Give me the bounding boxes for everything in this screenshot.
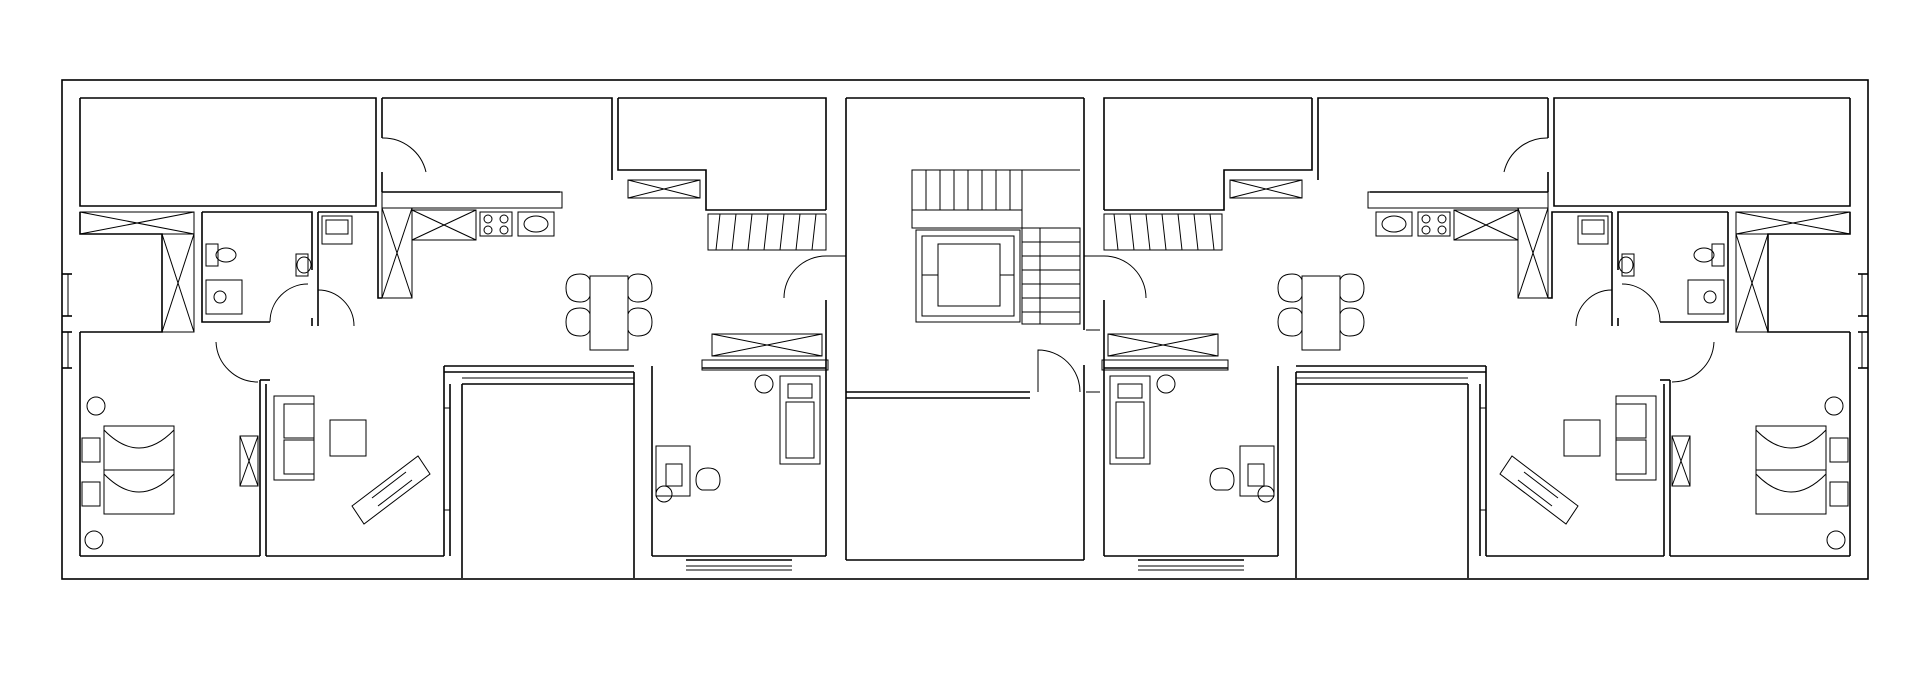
unit-right bbox=[1084, 97, 1868, 578]
building-outline bbox=[61, 79, 1869, 580]
study-left bbox=[651, 255, 846, 571]
table-icon bbox=[589, 275, 629, 351]
chair-icon bbox=[565, 273, 653, 337]
unit-left bbox=[62, 97, 846, 578]
plant-icon bbox=[1824, 396, 1846, 550]
kitchen-left bbox=[381, 191, 563, 299]
living-right bbox=[1296, 365, 1691, 557]
door-swing-icon bbox=[1037, 329, 1100, 393]
sink-icon bbox=[517, 211, 555, 237]
stair-icon bbox=[911, 169, 1081, 325]
dining-right bbox=[1277, 273, 1365, 351]
desk-icon bbox=[1209, 445, 1275, 497]
study-right bbox=[1084, 255, 1279, 571]
loggia-right bbox=[1295, 372, 1469, 578]
bed-icon bbox=[1109, 375, 1151, 465]
plant-icon bbox=[84, 396, 106, 550]
stove-icon bbox=[1417, 211, 1451, 237]
toilet-icon bbox=[205, 243, 237, 267]
plant-icon bbox=[1156, 374, 1275, 503]
desk-icon bbox=[351, 455, 431, 525]
bathroom-right bbox=[1548, 211, 1851, 333]
sink-icon bbox=[1375, 211, 1413, 237]
kitchen-right bbox=[1367, 191, 1549, 299]
bed-icon bbox=[81, 425, 175, 515]
stove-icon bbox=[479, 211, 513, 237]
living-left bbox=[239, 365, 634, 557]
wardrobe-icon bbox=[1103, 179, 1303, 251]
toilet-icon bbox=[1693, 243, 1725, 267]
bathroom-left bbox=[79, 211, 382, 333]
loggia-left bbox=[461, 372, 635, 578]
storage-left bbox=[79, 97, 827, 211]
sink-icon bbox=[321, 215, 353, 245]
desk-icon bbox=[655, 445, 721, 497]
plant-icon bbox=[655, 374, 774, 503]
chair-icon bbox=[1277, 273, 1365, 337]
toilet-icon bbox=[295, 253, 312, 277]
bed-icon bbox=[1755, 425, 1849, 515]
wardrobe-icon bbox=[627, 179, 827, 251]
bedroom-left bbox=[62, 273, 270, 557]
table-icon bbox=[1301, 275, 1341, 351]
table-icon bbox=[1563, 419, 1601, 457]
dining-left bbox=[565, 273, 653, 351]
sofa-icon bbox=[1615, 395, 1657, 481]
sink-icon bbox=[1577, 215, 1609, 245]
storage-right bbox=[1103, 97, 1851, 211]
toilet-icon bbox=[1618, 253, 1635, 277]
bedroom-right bbox=[1660, 273, 1868, 557]
bed-icon bbox=[779, 375, 821, 465]
stair-core bbox=[845, 97, 1100, 561]
sofa-icon bbox=[273, 395, 315, 481]
desk-icon bbox=[1499, 455, 1579, 525]
elevator-icon bbox=[915, 229, 1021, 323]
table-icon bbox=[329, 419, 367, 457]
